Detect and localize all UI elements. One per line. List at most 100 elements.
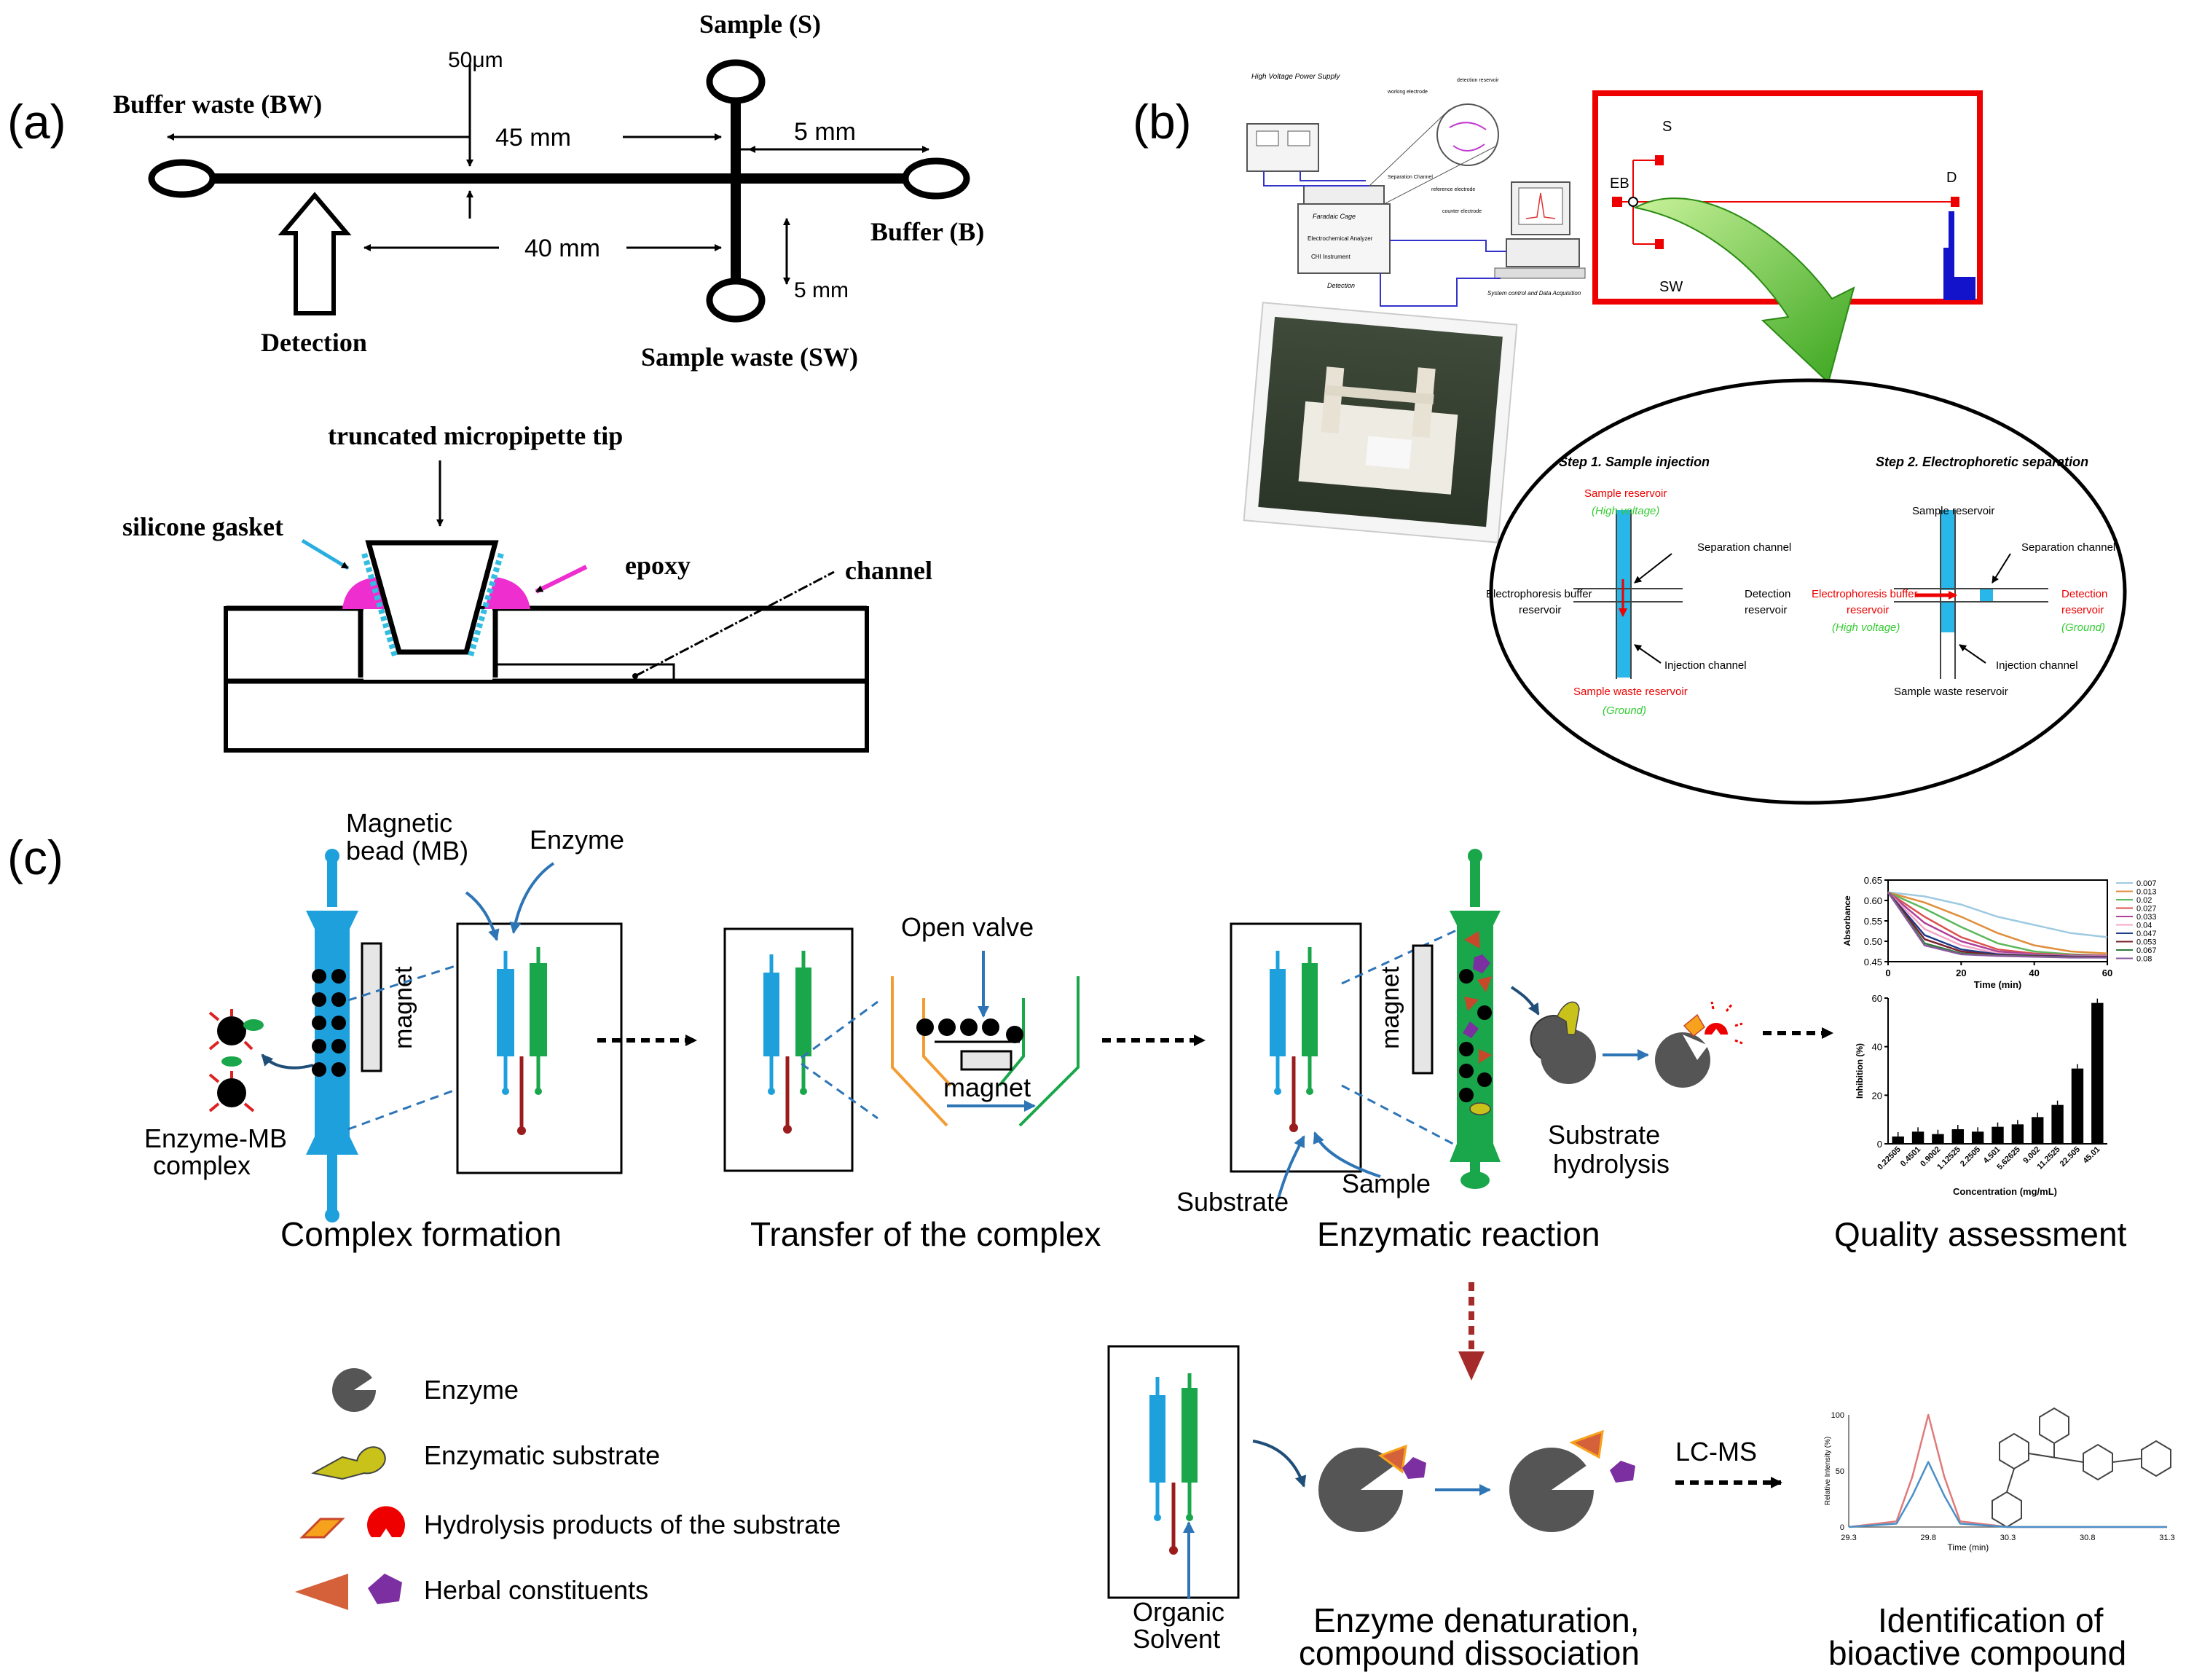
y-tick-label: 0.45 [1864, 957, 1882, 967]
instrument-label: CHI Instrument [1311, 254, 1351, 260]
step2-title: Step 2. Electrophoretic separation [1876, 455, 2088, 469]
series-line [1848, 1413, 2167, 1528]
separation-channel-small-label: Separation Channel [1388, 175, 1433, 180]
bar [1992, 1126, 2004, 1144]
x-tick-label: 45.01 [2081, 1145, 2102, 1166]
series-line [1848, 1461, 2167, 1528]
sample-label-c: Sample [1342, 1169, 1431, 1198]
x-tick-label: 0.4501 [1899, 1145, 1922, 1169]
bar [2032, 1117, 2044, 1144]
x-tick-label: 40 [2029, 967, 2039, 978]
substrate-label: Substrate [1176, 1187, 1289, 1217]
magnet-label-3: magnet [1377, 966, 1404, 1049]
s2-ground: (Ground) [2061, 621, 2105, 634]
green-syringe [1450, 849, 1501, 1189]
s2-eb-reservoir-1: Electrophoresis buffer [1812, 588, 1918, 600]
legend-label: 0.08 [2136, 955, 2152, 964]
silicone-gasket-label: silicone gasket [122, 512, 283, 541]
legend-label: 0.02 [2136, 896, 2152, 905]
series-line [1887, 891, 2108, 955]
panel-label-a: (a) [7, 95, 66, 149]
bar [2051, 1104, 2064, 1144]
chemical-structure [1992, 1407, 2171, 1528]
y-axis-label: Relative Intensity (%) [1824, 1437, 1832, 1505]
legend-label: 0.007 [2136, 879, 2157, 888]
green-zoom-arrow [1633, 197, 1855, 384]
y-axis-label: Inhibition (%) [1855, 1043, 1865, 1099]
reference-electrode-label: reference electrode [1431, 187, 1475, 192]
x-tick-label: 30.8 [2080, 1534, 2095, 1542]
panel-label-b: (b) [1133, 95, 1192, 149]
identification-label-2: bioactive compound [1828, 1634, 2126, 1672]
x-axis-label: Time (min) [1974, 979, 2022, 990]
s1-eb-reservoir-1: Electrophoresis buffer [1486, 588, 1592, 600]
buffer-waste-reservoir [148, 159, 216, 198]
x-tick-label: 30.3 [2000, 1534, 2016, 1542]
y-tick-label: 60 [1872, 993, 1882, 1004]
x-tick-label: 22.505 [2059, 1145, 2082, 1169]
s2-separation-channel: Separation channel [2021, 541, 2115, 554]
tip-title: truncated micropipette tip [328, 421, 623, 450]
step-transfer: Transfer of the complex [750, 1215, 1101, 1253]
s2-sample-reservoir: Sample reservoir [1912, 505, 1994, 517]
dim-40mm: 40 mm [524, 235, 600, 262]
identification-label-1: Identification of [1878, 1601, 2104, 1639]
x-tick-label: 29.8 [1921, 1534, 1936, 1542]
detection-reservoir-small-label: detection reservoir [1457, 78, 1499, 83]
dim-5mm-down: 5 mm [794, 278, 849, 302]
x-tick-label: 0 [1885, 967, 1890, 978]
series-line [1887, 892, 2107, 959]
legend-herbal-triangle-icon [295, 1574, 348, 1610]
detection-label: Detection [261, 328, 367, 357]
s2-high-voltage: (High voltage) [1832, 621, 1900, 634]
legend-label: 0.04 [2136, 922, 2152, 930]
substrate-hydrolysis [1510, 986, 1743, 1088]
legend [295, 1368, 405, 1610]
organic-solvent-label-1: Organic [1133, 1597, 1224, 1627]
enzyme-mb-complexes [208, 1009, 314, 1112]
eb-label: EB [1610, 176, 1629, 192]
enzyme-mb-label-1: Enzyme-MB [144, 1123, 287, 1153]
s2-detection-reservoir-1: Detection [2061, 588, 2107, 600]
panel-label-c: (c) [7, 831, 63, 884]
magnetic-bead-label-2: bead (MB) [346, 836, 468, 865]
x-axis-label: Concentration (mg/mL) [1953, 1186, 2057, 1197]
s2-sample-waste-reservoir: Sample waste reservoir [1894, 686, 2008, 698]
step-quality-assessment: Quality assessment [1834, 1215, 2127, 1253]
s2-eb-reservoir-2: reservoir [1847, 604, 1889, 616]
substrate-hydrolysis-label-2: hydrolysis [1553, 1149, 1670, 1179]
dim-45mm: 45 mm [495, 124, 571, 152]
denaturation [1318, 1429, 1635, 1532]
y-tick-label: 100 [1831, 1411, 1844, 1420]
magnet-label-2: magnet [943, 1072, 1031, 1102]
x-tick-label: 29.3 [1841, 1534, 1856, 1542]
s2-injection-channel: Injection channel [1996, 659, 2078, 672]
hv-supply-label: High Voltage Power Supply [1251, 73, 1340, 81]
y-tick-label: 0 [1840, 1523, 1844, 1532]
y-tick-label: 40 [1872, 1042, 1882, 1053]
x-tick-label: 31.3 [2159, 1534, 2174, 1542]
legend-label: 0.067 [2136, 946, 2157, 955]
s1-separation-channel: Separation channel [1697, 541, 1791, 554]
legend-label: 0.047 [2136, 930, 2157, 938]
legend-label: 0.033 [2136, 913, 2157, 922]
bar [2011, 1124, 2024, 1144]
detection-arrow [278, 192, 352, 315]
y-tick-label: 0 [1877, 1139, 1882, 1150]
x-tick-label: 2.2505 [1959, 1145, 1982, 1169]
enzyme-mb-label-2: complex [153, 1150, 251, 1180]
x-tick-label: 20 [1956, 967, 1966, 978]
injection-steps [1489, 378, 2127, 805]
y-tick-label: 50 [1836, 1467, 1844, 1476]
legend-substrate-icon [311, 1446, 386, 1480]
enzyme-label-top: Enzyme [530, 825, 624, 855]
device-box-3 [1230, 922, 1465, 1199]
legend-label: 0.013 [2136, 888, 2157, 897]
y-tick-label: 0.55 [1864, 916, 1882, 927]
legend-enzyme-label: Enzyme [424, 1375, 519, 1405]
substrate-hydrolysis-label-1: Substrate [1548, 1120, 1660, 1150]
dim-50um: 50μm [448, 48, 503, 72]
panel-b-setup: High Voltage Power Supply Faradaic Cage … [1246, 73, 1586, 307]
sample-waste-reservoir [706, 278, 766, 323]
